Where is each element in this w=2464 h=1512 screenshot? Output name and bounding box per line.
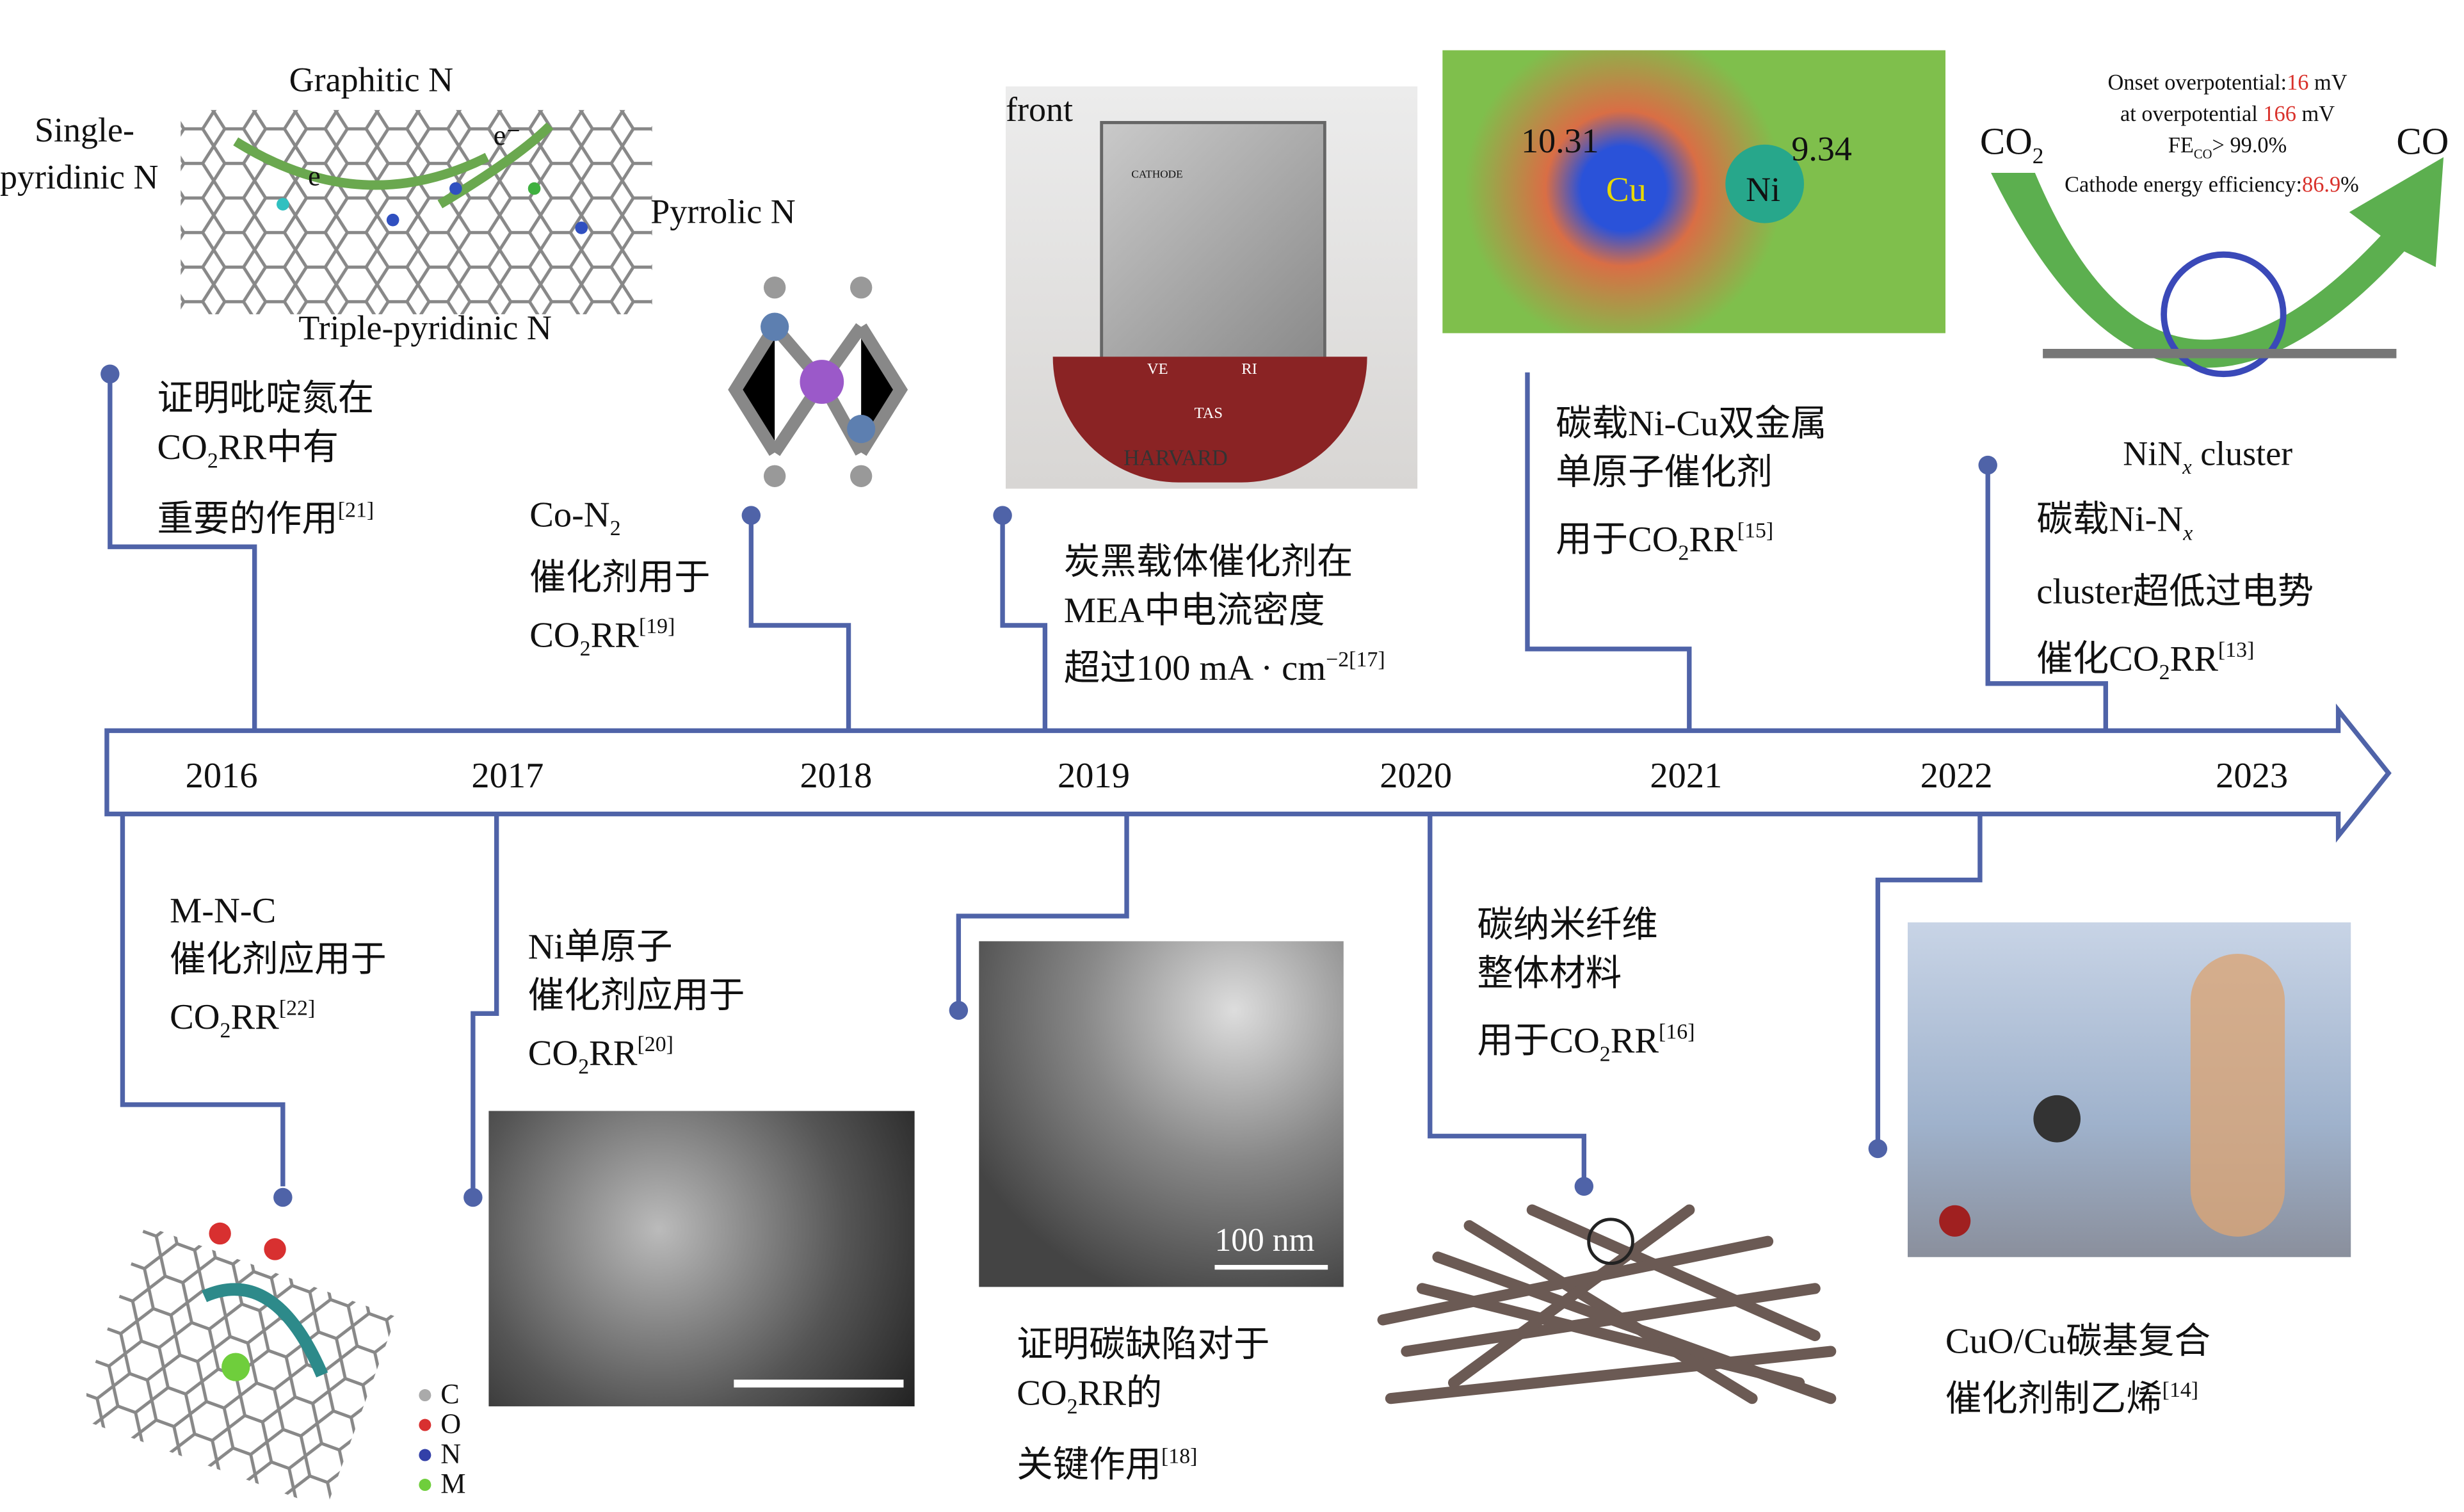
year-label: 2019	[1058, 755, 1130, 796]
electron-label: e	[308, 160, 321, 192]
event-text-ni-single-atom: Ni单原子 催化剂应用于 CO2RR[20]	[527, 927, 745, 1079]
timeline-dot	[1868, 1139, 1888, 1159]
ni-nx-cluster-image: Onset overpotential:16 mV at overpotenti…	[1972, 63, 2464, 487]
front-label: front	[1006, 89, 1073, 129]
year-label: 2022	[1920, 755, 1993, 796]
connector-2019-bottom	[956, 814, 1129, 1011]
harvard-banner: HARVARD	[1123, 447, 1228, 472]
shield-ri: RI	[1241, 361, 1257, 379]
year-label: 2023	[2216, 755, 2289, 796]
timeline-dot	[273, 1187, 293, 1207]
event-text-co-n2: Co-N2 催化剂用于 CO2RR[19]	[529, 495, 711, 660]
connector-2020-bottom	[1428, 814, 1587, 1187]
atom-legend: ● C ● O ● N ● M	[416, 1378, 466, 1499]
timeline-dot	[741, 506, 761, 525]
carbon-defect-tem-image: 100 nm	[979, 941, 1344, 1287]
connector-2018-top	[748, 515, 851, 731]
n-doped-graphene-image	[173, 94, 660, 330]
timeline-dot	[993, 506, 1012, 525]
triple-pyridinic-label: Triple-pyridinic N	[298, 308, 552, 348]
timeline-dot	[463, 1187, 483, 1207]
cu-label: Cu	[1606, 170, 1647, 209]
connector-2022-top	[1985, 465, 2108, 731]
pyrrolic-n-label: Pyrrolic N	[650, 191, 796, 231]
shield-ve: VE	[1147, 361, 1168, 379]
timeline-arrow	[104, 704, 2392, 843]
timeline-dot	[101, 364, 120, 383]
m-n-c-structure-image	[86, 1202, 424, 1501]
electron-label: e⁻	[493, 119, 521, 151]
value-label: 9.34	[1791, 129, 1852, 168]
year-label: 2017	[471, 755, 544, 796]
cuo-cu-illustration	[1908, 922, 2351, 1257]
event-text-cuo-cu: CuO/Cu碳基复合 催化剂制乙烯[14]	[1945, 1321, 2210, 1419]
event-text-ni-nx: 碳载Ni-Nx cluster超低过电势 催化CO2RR[13]	[2036, 499, 2314, 684]
timeline-dot	[949, 1001, 969, 1020]
cluster-label: NiNx cluster	[2123, 433, 2293, 479]
single-pyridinic-label: Single-	[35, 109, 135, 150]
event-text-pyridinic-n: 证明吡啶氮在 CO2RR中有 重要的作用[21]	[157, 378, 374, 538]
co-label: CO	[2396, 122, 2449, 164]
year-label: 2016	[185, 755, 258, 796]
value-label: 10.31	[1521, 121, 1599, 161]
connector-2016-bottom	[120, 814, 286, 1187]
timeline-dot	[1574, 1177, 1594, 1196]
graphitic-n-label: Graphitic N	[289, 60, 454, 99]
co-n2-molecule-image	[704, 264, 932, 492]
timeline-dot	[1978, 455, 1997, 475]
event-text-carbon-defect: 证明碳缺陷对于 CO2RR的 关键作用[18]	[1017, 1324, 1270, 1484]
ni-sem-image	[488, 1111, 915, 1406]
connector-2016-top	[108, 374, 257, 731]
year-label: 2021	[1650, 755, 1723, 796]
ni-label: Ni	[1746, 170, 1781, 209]
event-text-ni-cu: 碳载Ni-Cu双金属 单原子催化剂 用于CO2RR[15]	[1556, 403, 1827, 565]
year-label: 2020	[1380, 755, 1453, 796]
connector-2019-top	[1000, 515, 1048, 731]
scale-bar	[734, 1379, 904, 1388]
scale-label: 100 nm	[1214, 1221, 1315, 1259]
event-text-mea: 炭黑载体催化剂在 MEA中电流密度 超过100 mA · cm−2[17]	[1063, 542, 1385, 688]
connector-2021-top	[1525, 372, 1692, 731]
event-text-mnc: M-N-C 催化剂应用于 CO2RR[22]	[170, 890, 387, 1043]
connector-2017-bottom	[471, 814, 499, 1198]
shield-tas: TAS	[1194, 405, 1223, 423]
year-label: 2018	[800, 755, 873, 796]
ni-cu-charge-density-map: 10.31 9.34 Cu Ni	[1442, 50, 1945, 334]
connector-2022-bottom	[1875, 814, 1983, 1149]
carbon-nanofiber-image	[1375, 1194, 1846, 1415]
event-text-carbon-nanofiber: 碳纳米纤维 整体材料 用于CO2RR[16]	[1477, 905, 1695, 1066]
mea-electrolyzer-photo: CATHODE front VE RI TAS HARVARD	[1006, 86, 1418, 489]
single-pyridinic-label-2: pyridinic N	[0, 157, 159, 197]
cathode-label: CATHODE	[1131, 168, 1183, 181]
